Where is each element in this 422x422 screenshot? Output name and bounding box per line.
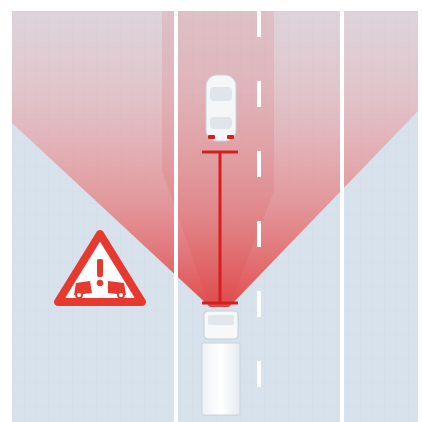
lane-line-right <box>340 11 344 422</box>
road-scene <box>12 11 418 422</box>
scene-svg <box>12 11 418 422</box>
lead-car-icon <box>206 75 236 141</box>
lane-line-left <box>174 11 178 422</box>
ego-truck-icon <box>202 311 240 415</box>
